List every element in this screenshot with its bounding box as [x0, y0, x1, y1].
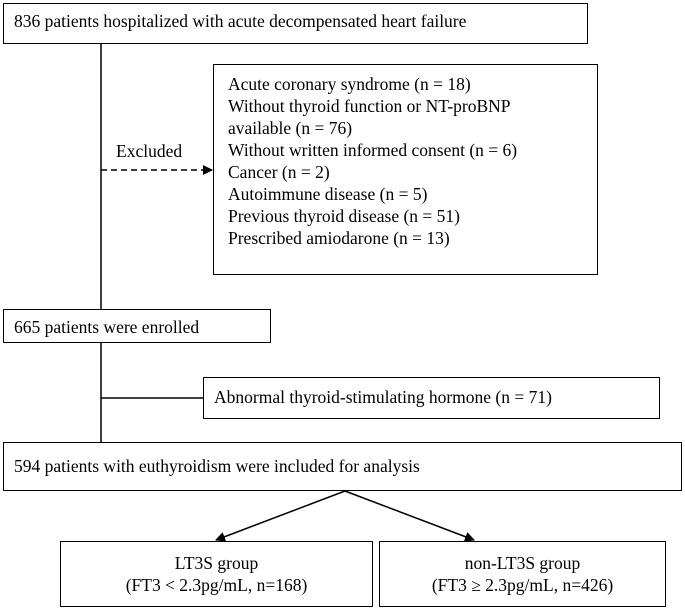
- box-initial-patients: 836 patients hospitalized with acute dec…: [3, 3, 588, 44]
- abnormal-tsh-text: Abnormal thyroid-stimulating hormone (n …: [214, 387, 552, 407]
- exclusion-item: Without written informed consent (n = 6): [228, 140, 518, 160]
- analysis-text: 594 patients with euthyroidism were incl…: [14, 456, 420, 476]
- box-enrolled: 665 patients were enrolled: [3, 309, 271, 343]
- excluded-label: Excluded: [116, 141, 183, 161]
- enrolled-text: 665 patients were enrolled: [14, 317, 200, 337]
- exclusion-item: Without thyroid function or NT-proBNP: [228, 96, 511, 116]
- exclusion-item: available (n = 76): [228, 118, 353, 138]
- arrow-left-group: [215, 490, 346, 542]
- lt3s-group-name: LT3S group: [174, 553, 259, 573]
- exclusion-item: Acute coronary syndrome (n = 18): [228, 74, 471, 94]
- box-analysis: 594 patients with euthyroidism were incl…: [3, 442, 682, 491]
- box-lt3s-group: LT3S group (FT3 < 2.3pg/mL, n=168): [60, 541, 373, 607]
- exclusion-item: Autoimmune disease (n = 5): [228, 184, 428, 204]
- box-exclusions: Acute coronary syndrome (n = 18) Without…: [213, 64, 598, 275]
- lt3s-group-detail: (FT3 < 2.3pg/mL, n=168): [125, 575, 308, 595]
- initial-patients-text: 836 patients hospitalized with acute dec…: [14, 11, 467, 31]
- box-non-lt3s-group: non-LT3S group (FT3 ≥ 2.3pg/mL, n=426): [379, 541, 666, 607]
- exclusion-item: Prescribed amiodarone (n = 13): [228, 228, 450, 248]
- non-lt3s-group-name: non-LT3S group: [464, 553, 581, 573]
- exclusion-item: Cancer (n = 2): [228, 162, 330, 182]
- arrow-right-group: [344, 490, 475, 542]
- box-abnormal-tsh: Abnormal thyroid-stimulating hormone (n …: [203, 377, 660, 419]
- exclusion-item: Previous thyroid disease (n = 51): [228, 206, 460, 226]
- non-lt3s-group-detail: (FT3 ≥ 2.3pg/mL, n=426): [431, 575, 614, 595]
